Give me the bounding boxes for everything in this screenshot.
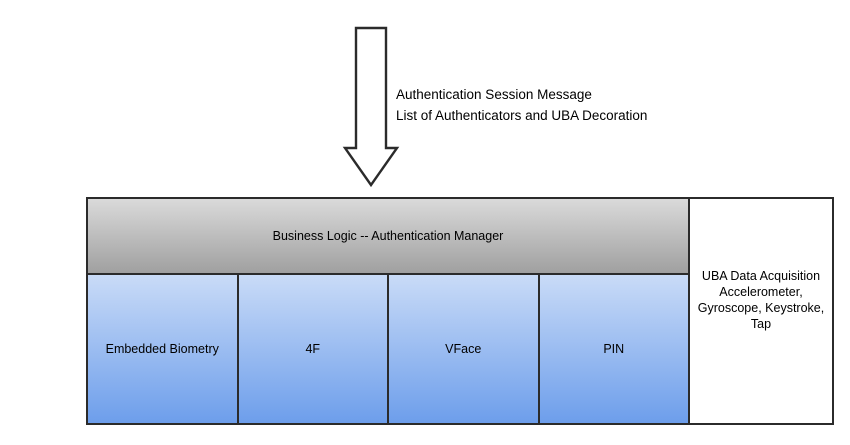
down-arrow-icon: [342, 26, 400, 188]
authenticator-row: Embedded Biometry 4F VFace PIN: [88, 275, 688, 423]
authenticator-embedded-biometry[interactable]: Embedded Biometry: [88, 275, 239, 423]
authentication-stack-column: Business Logic -- Authentication Manager…: [88, 199, 690, 423]
business-logic-label: Business Logic -- Authentication Manager: [272, 229, 504, 243]
authenticator-4f[interactable]: 4F: [238, 275, 389, 423]
authenticator-label: PIN: [603, 342, 625, 356]
authenticator-label: 4F: [305, 342, 321, 356]
authenticator-label: VFace: [445, 342, 482, 356]
authenticator-vface[interactable]: VFace: [389, 275, 540, 423]
arrow-annotation-line-1: Authentication Session Message: [396, 87, 592, 102]
arrow-annotation-line-2: List of Authenticators and UBA Decoratio…: [396, 108, 648, 123]
authenticator-pin[interactable]: PIN: [539, 275, 688, 423]
arrow-annotation: Authentication Session Message List of A…: [396, 84, 647, 126]
architecture-frame: Business Logic -- Authentication Manager…: [86, 197, 834, 425]
business-logic-bar: Business Logic -- Authentication Manager: [88, 199, 688, 275]
flow-arrow: [340, 24, 402, 190]
authenticator-label: Embedded Biometry: [105, 342, 219, 356]
